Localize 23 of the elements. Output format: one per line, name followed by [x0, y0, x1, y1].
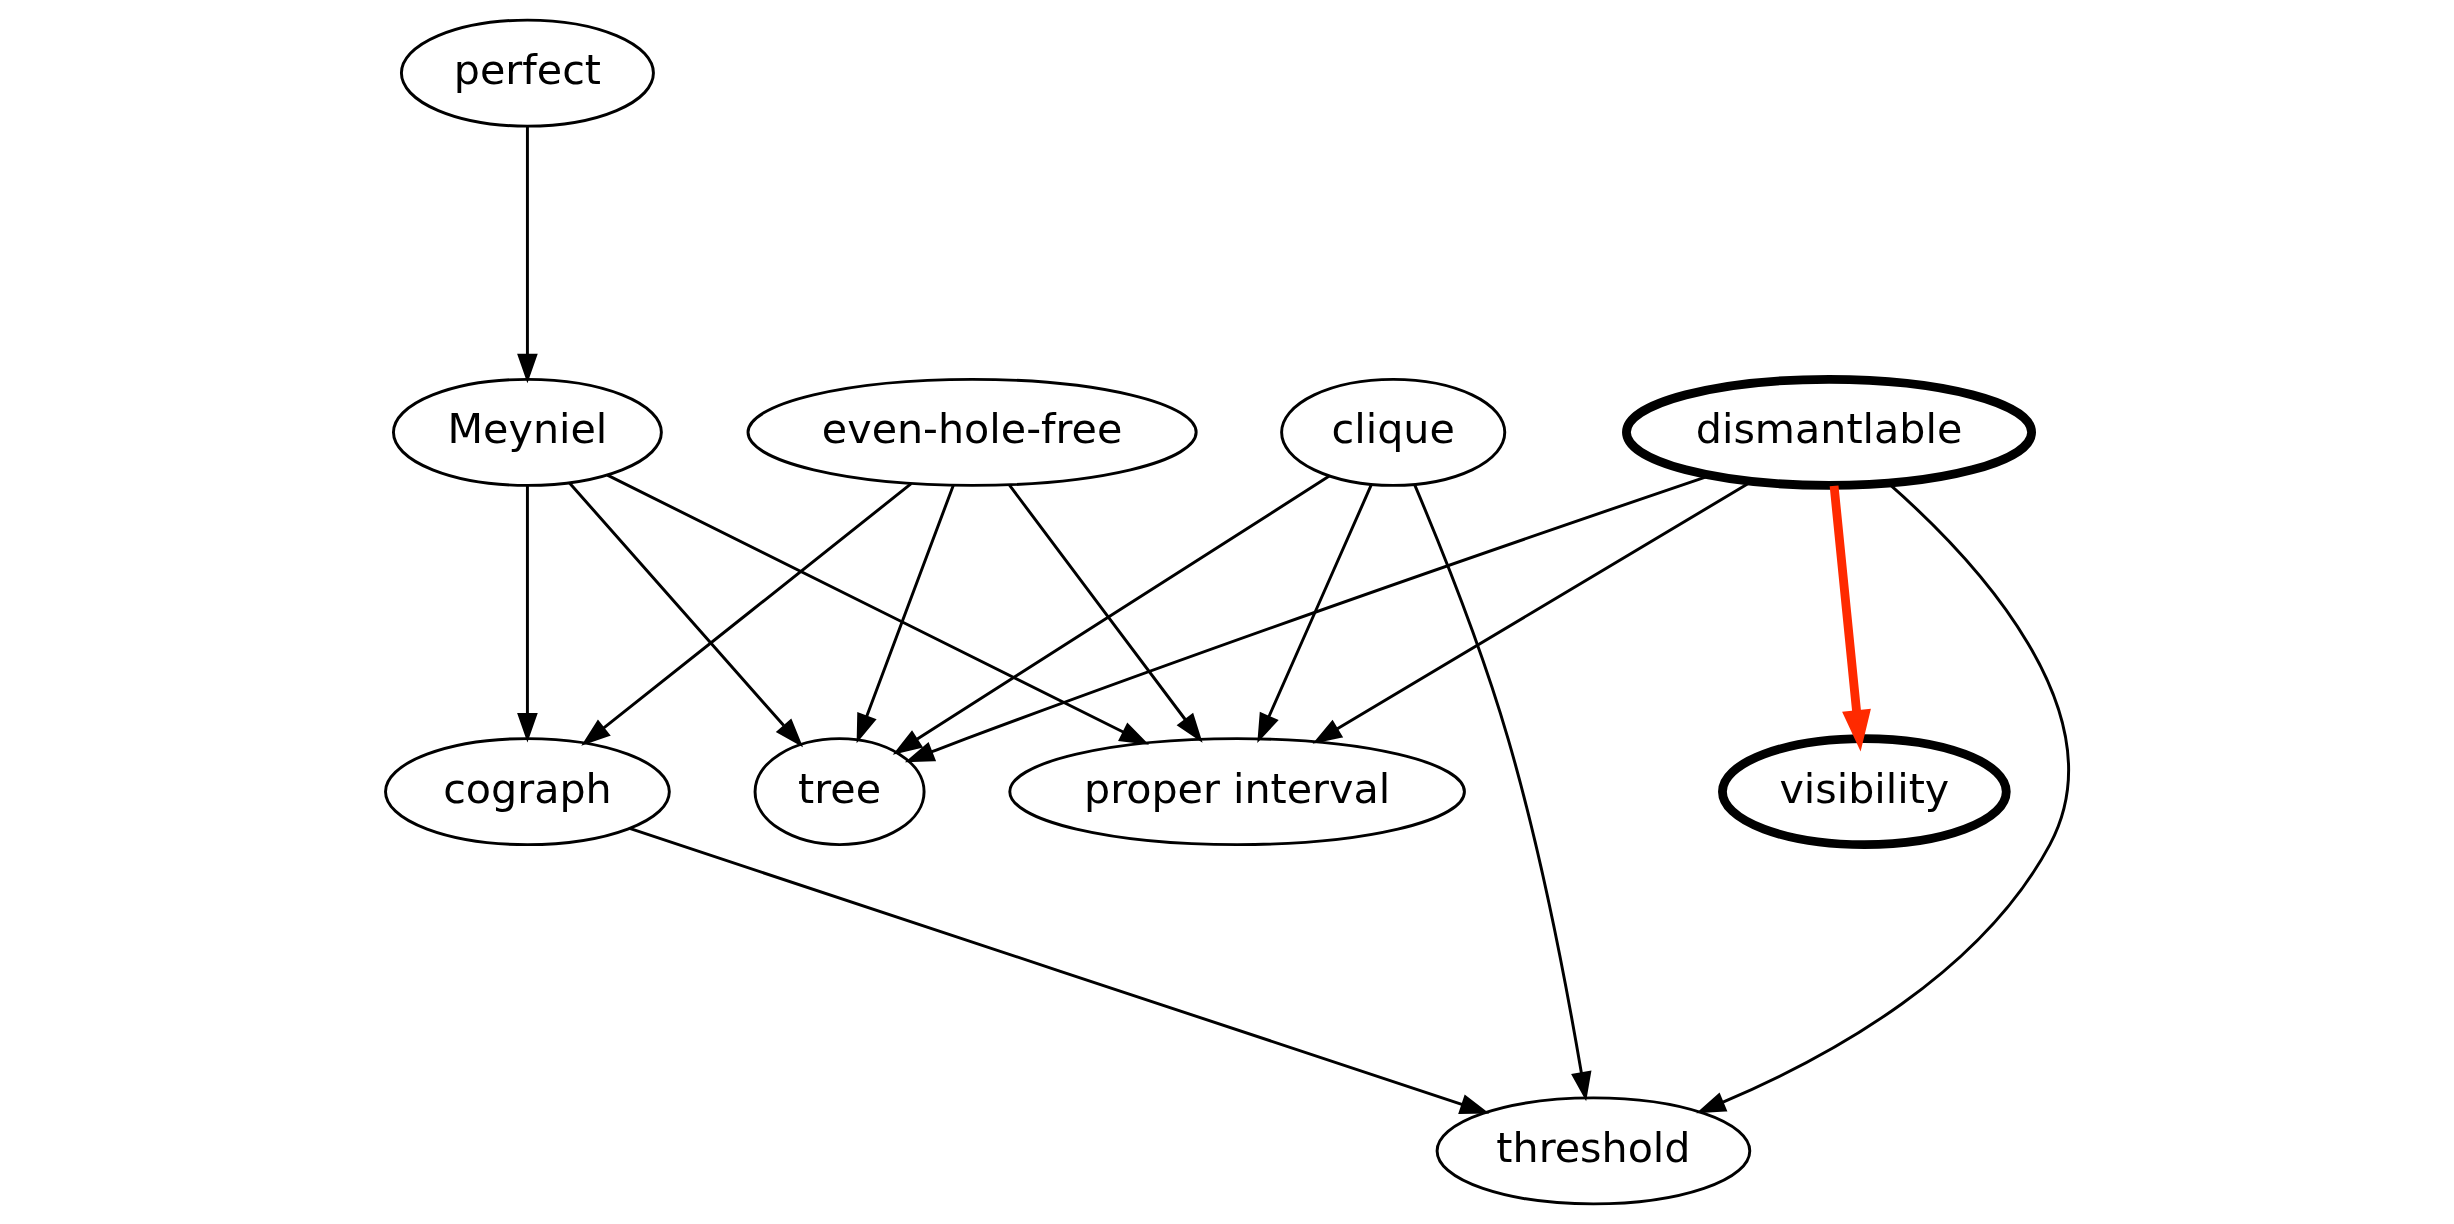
arrow: [628, 827, 1489, 1114]
arrow: [856, 484, 955, 744]
arrow: [1829, 485, 1871, 752]
arrow: [904, 474, 1710, 763]
node-ellipse: dismantlable: [1621, 374, 2036, 490]
arrow: [580, 482, 912, 746]
node-ellipse: even-hole-free: [746, 377, 1198, 487]
node-ellipse: visibility: [1717, 734, 2011, 850]
arrow: [1256, 483, 1373, 743]
node-ellipse: cograph: [383, 737, 671, 847]
node-ellipse: Meyniel: [391, 377, 663, 487]
node-ellipse: tree: [753, 737, 926, 847]
arrow: [1412, 484, 1591, 1102]
arrow: [516, 126, 538, 384]
arrow: [606, 473, 1149, 745]
node-ellipse: clique: [1279, 377, 1506, 487]
arrow: [567, 482, 803, 748]
arrow: [1695, 482, 2069, 1114]
arrow: [516, 485, 538, 743]
arrow: [1007, 484, 1203, 743]
node-ellipse: perfect: [399, 18, 655, 128]
arrow: [892, 474, 1330, 755]
node-ellipse: proper interval: [1007, 737, 1466, 847]
